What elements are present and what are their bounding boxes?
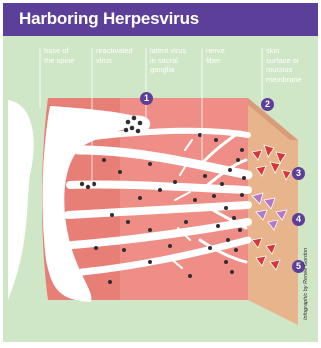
step-1-marker: 1 [140, 92, 153, 105]
step-2-marker: 2 [261, 98, 274, 111]
infographic-credit: Infographic by Renée Gordon [303, 248, 309, 320]
step-3-marker: 3 [292, 167, 305, 180]
spine-bone [8, 100, 34, 300]
skin-side-face [248, 98, 298, 325]
step-4-marker: 4 [292, 213, 305, 226]
